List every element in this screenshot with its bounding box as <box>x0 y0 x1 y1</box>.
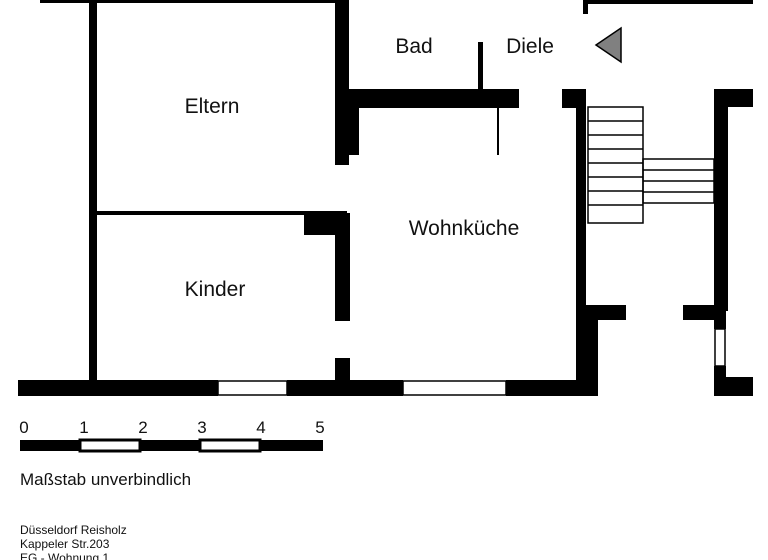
wall-far-right <box>714 89 728 311</box>
wall-bad-bottom <box>349 89 519 108</box>
scale-tick-label: 1 <box>79 418 88 437</box>
window-wohnkueche <box>402 380 507 396</box>
scale-bar: 0 1 2 3 4 5 <box>19 418 325 453</box>
wall-eltern-bad <box>335 0 349 165</box>
wall-left-thin <box>89 0 97 384</box>
wall-right-lower <box>583 305 598 396</box>
windows <box>217 328 726 396</box>
room-label-kinder: Kinder <box>185 278 246 301</box>
room-label-wohnkueche: Wohnküche <box>409 217 520 240</box>
top-wall-left <box>40 0 345 3</box>
wall-bottom-2 <box>287 380 403 396</box>
room-label-diele: Diele <box>506 35 554 58</box>
wall-kitchen-right <box>576 89 586 394</box>
room-label-bad: Bad <box>395 35 432 58</box>
wall-eltern-kinder <box>97 211 347 215</box>
wall-diele-right-top <box>583 0 588 14</box>
wall-right-ledge <box>583 305 626 320</box>
room-label-eltern: Eltern <box>185 95 240 118</box>
address-line-3: EG - Wohnung 1 <box>20 551 109 560</box>
scale-segment <box>198 438 262 453</box>
door-line <box>497 108 499 155</box>
scale-segment <box>78 438 142 453</box>
wall-bottom-3 <box>506 380 598 396</box>
scale-tick-label: 2 <box>138 418 147 437</box>
wall-bad-diele <box>478 42 483 92</box>
wall-bad-stub <box>349 100 359 155</box>
scale-disclaimer: Maßstab unverbindlich <box>20 470 191 489</box>
scale-tick-label: 4 <box>256 418 265 437</box>
scale-segment <box>260 440 323 451</box>
window-right <box>714 328 726 367</box>
window-kinder <box>217 380 288 396</box>
walls <box>18 0 753 396</box>
top-wall-right <box>583 0 753 4</box>
wall-far-right-low <box>714 305 726 329</box>
wall-far-right-top <box>714 89 753 107</box>
address-line-1: Düsseldorf Reisholz <box>20 523 127 537</box>
scale-tick-label: 0 <box>19 418 28 437</box>
wall-kinder-wohn <box>335 213 350 321</box>
scale-tick-label: 5 <box>315 418 324 437</box>
wall-far-right-base <box>714 377 753 396</box>
entrance-arrow-icon <box>594 26 622 64</box>
staircase <box>587 106 715 224</box>
wall-bottom-1 <box>18 380 218 396</box>
address-line-2: Kappeler Str.203 <box>20 537 110 551</box>
scale-tick-label: 3 <box>197 418 206 437</box>
scale-segment <box>140 440 200 451</box>
scale-segment <box>20 440 80 451</box>
